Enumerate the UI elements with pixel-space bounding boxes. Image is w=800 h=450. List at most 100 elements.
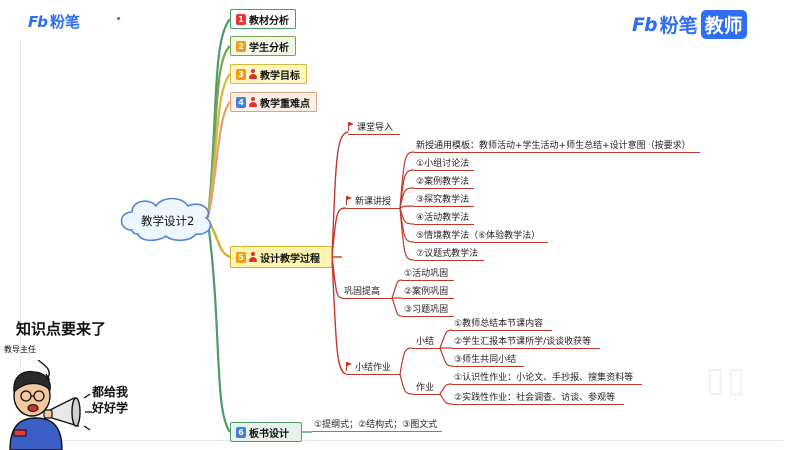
cartoon-teacher-icon — [9, 360, 92, 450]
homework-item-underline — [452, 404, 624, 406]
summary-item-underline — [452, 366, 524, 368]
flag-icon — [348, 122, 354, 131]
method-underline — [414, 206, 474, 208]
cartoon-speech: 都给我 好好学 — [92, 384, 128, 416]
summary-label: 小结作业 — [355, 363, 392, 373]
summary-group-underline — [412, 348, 440, 350]
homework-item: ②实践性作业：社会调查、访谈、参观等 — [454, 393, 616, 403]
branch-box-4: 4 教学重难点 — [230, 92, 317, 112]
process-label: 设计教学过程 — [260, 253, 320, 265]
method-item: ②案例教学法 — [416, 177, 470, 187]
branch-label-1: 教材分析 — [249, 15, 289, 27]
person-icon — [249, 252, 257, 262]
connector-new-m2 — [399, 187, 415, 209]
branch-box-3: 3 教学目标 — [230, 64, 307, 84]
cartoon-speech-line2: 好好学 — [92, 401, 129, 415]
consolidate-underline — [342, 298, 392, 300]
flag-icon — [346, 196, 352, 205]
connector-process-new — [331, 207, 347, 258]
method-item: ④活动教学法 — [416, 213, 470, 223]
logo-left: Fb 粉笔 — [28, 11, 80, 32]
connector-sum-zuoye — [399, 373, 413, 395]
consolidate-label: 巩固提高 — [344, 287, 381, 297]
process-number: 5 — [236, 251, 246, 263]
branch-label-3: 教学目标 — [260, 70, 300, 82]
homework-item-underline — [452, 384, 642, 386]
connector-new-m6 — [399, 207, 415, 261]
branch-number-1: 1 — [236, 13, 246, 25]
root-cloud-shape — [120, 197, 212, 242]
board-number: 6 — [236, 426, 246, 438]
summary-item: ②学生汇报本节课所学/谈谈收获等 — [454, 337, 592, 347]
connector-xj-1 — [439, 329, 453, 349]
connector-root-board — [206, 221, 231, 433]
method-item: ⑤情境教学法（⑥体验教学法） — [416, 231, 541, 241]
board-text: ①提纲式；②结构式；③图文式 — [314, 420, 438, 430]
connector-new-m1 — [399, 169, 415, 209]
branch-number-4: 4 — [236, 96, 246, 108]
person-icon — [249, 97, 257, 107]
logo-right-badge: 教师 — [700, 10, 747, 39]
method-underline — [414, 260, 484, 262]
root-node-label: 教学设计2 — [141, 214, 195, 228]
summary-item: ③师生共同小结 — [454, 355, 517, 365]
homework-item: ①认识性作业：小论文、手抄报、搜集资料等 — [454, 373, 634, 383]
watermark-shape: ▯▯ — [706, 360, 748, 400]
cartoon-role: 教导主任 — [4, 345, 36, 354]
flag-icon — [346, 362, 352, 371]
method-underline — [414, 170, 474, 172]
consolidate-item-underline — [402, 280, 454, 282]
intro-node: 课堂导入 — [348, 122, 393, 134]
cartoon-speech-line1: 都给我 — [92, 385, 129, 399]
summary-node: 小结作业 — [346, 362, 391, 374]
intro-underline — [348, 134, 400, 136]
cartoon-title: 知识点要来了 — [16, 320, 107, 338]
teacher-body — [9, 417, 63, 450]
new-lesson-template: 新授通用模板：教师活动+学生活动+师生总结+设计意图（按要求） — [416, 141, 691, 151]
homework-group-underline — [412, 394, 440, 396]
connector-process-intro — [331, 131, 349, 258]
connector-new-m3 — [399, 205, 415, 209]
branch-number-3: 3 — [236, 68, 246, 80]
intro-label: 课堂导入 — [357, 123, 394, 133]
new-lesson-underline — [346, 208, 400, 210]
logo-dot — [117, 17, 120, 20]
process-box: 5 设计教学过程 — [230, 246, 332, 268]
consolidate-item-underline — [402, 298, 454, 300]
megaphone-icon — [43, 396, 81, 427]
logo-left-mark: Fb — [28, 12, 48, 31]
branch-number-2: 2 — [236, 40, 246, 52]
connector-xj-3 — [439, 347, 453, 367]
board-text-underline — [312, 431, 442, 433]
method-item: ①小组讨论法 — [416, 159, 470, 169]
connector-zy-1 — [439, 383, 453, 395]
board-box: 6 板书设计 — [230, 422, 302, 442]
new-lesson-node: 新课讲授 — [346, 196, 391, 208]
branch-label-2: 学生分析 — [249, 42, 289, 54]
summary-group-label: 小结 — [416, 337, 435, 347]
summary-underline — [346, 374, 400, 376]
branch-box-2: 2 学生分析 — [230, 36, 296, 56]
consolidate-item: ③习题巩固 — [404, 305, 449, 315]
method-underline — [414, 188, 474, 190]
branch-label-4: 教学重难点 — [260, 98, 310, 110]
method-underline — [414, 224, 474, 226]
connector-root-b4 — [206, 101, 231, 219]
method-item: ⑦议题式教学法 — [416, 249, 479, 259]
consolidate-item: ①活动巩固 — [404, 269, 449, 279]
role-pointer-icon — [37, 360, 50, 379]
slide-frame — [20, 40, 783, 441]
connector-con-3 — [391, 297, 403, 317]
summary-item-underline — [452, 330, 552, 332]
logo-right: Fb 粉笔 教师 — [632, 10, 747, 39]
summary-item: ①教师总结本节课内容 — [454, 319, 544, 329]
logo-right-mark: Fb — [632, 13, 658, 36]
method-underline — [414, 242, 548, 244]
connector-con-1 — [391, 279, 403, 299]
logo-right-text: 粉笔 — [659, 15, 698, 37]
consolidate-item-underline — [402, 316, 454, 318]
method-item: ③探究教学法 — [416, 195, 470, 205]
template-underline — [414, 152, 700, 154]
summary-item-underline — [452, 348, 600, 350]
